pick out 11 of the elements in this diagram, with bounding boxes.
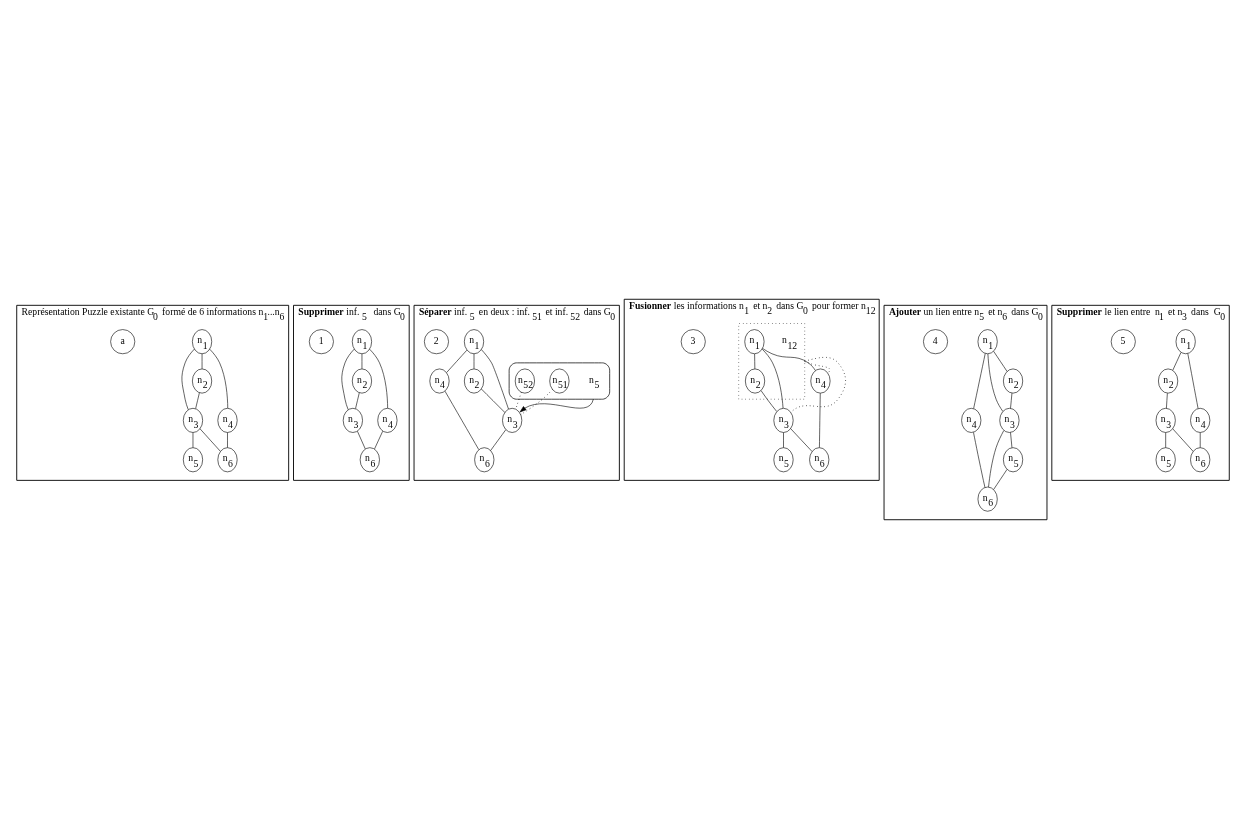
node-circle: 1 <box>308 329 334 355</box>
node-circle: a <box>110 329 136 355</box>
connector <box>490 429 507 451</box>
connector <box>1010 392 1013 409</box>
node-circle: 5 <box>1110 329 1136 355</box>
node-circle: 2 <box>424 329 449 355</box>
arrow <box>519 398 594 413</box>
connector <box>762 348 816 371</box>
connector <box>790 428 813 452</box>
node-circle: 3 <box>680 329 706 355</box>
node-circle: 4 <box>923 329 948 355</box>
